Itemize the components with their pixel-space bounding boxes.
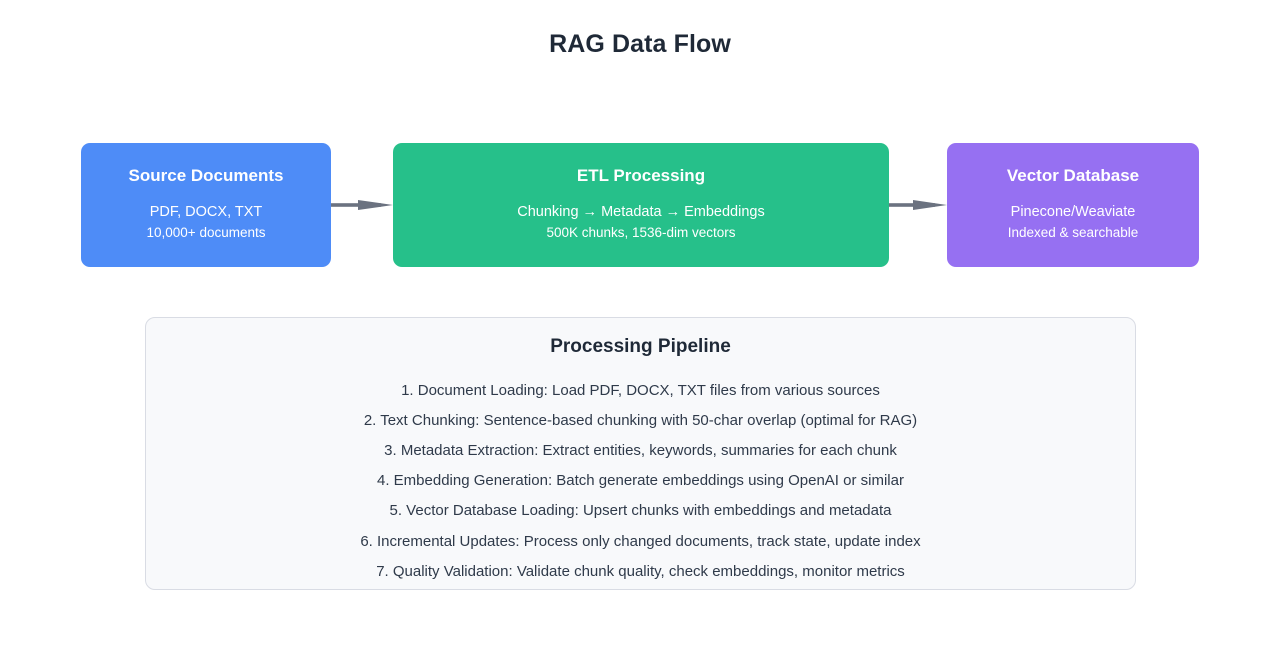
- flow-node-subtitle-secondary: 10,000+ documents: [146, 224, 266, 240]
- page-title: RAG Data Flow: [549, 30, 731, 58]
- pipeline-step: 4. Embedding Generation: Batch generate …: [377, 472, 904, 490]
- flow-node-title: Source Documents: [128, 166, 284, 186]
- arrow-source-to-etl-icon: [331, 200, 393, 210]
- pipeline-step: 7. Quality Validation: Validate chunk qu…: [376, 562, 905, 580]
- pipeline-title: Processing Pipeline: [550, 336, 731, 357]
- flow-node-etl-processing: ETL Processing Chunking → Metadata → Emb…: [393, 143, 889, 267]
- flow-node-title: Vector Database: [1006, 166, 1140, 186]
- pipeline-step: 6. Incremental Updates: Process only cha…: [360, 532, 921, 550]
- flow-node-subtitle-primary: Pinecone/Weaviate: [1010, 203, 1136, 220]
- flow-node-subtitle-secondary: Indexed & searchable: [1007, 224, 1139, 240]
- flow-node-title: ETL Processing: [576, 166, 706, 186]
- arrow-etl-to-vector-icon: [889, 200, 947, 210]
- flow-node-subtitle-primary: Chunking → Metadata → Embeddings: [517, 203, 765, 220]
- processing-pipeline-panel: Processing Pipeline 1. Document Loading:…: [145, 317, 1136, 590]
- pipeline-step-list: 1. Document Loading: Load PDF, DOCX, TXT…: [146, 375, 1135, 586]
- pipeline-step: 3. Metadata Extraction: Extract entities…: [384, 441, 897, 459]
- pipeline-step: 1. Document Loading: Load PDF, DOCX, TXT…: [401, 381, 880, 399]
- flow-node-source-documents: Source Documents PDF, DOCX, TXT 10,000+ …: [81, 143, 331, 267]
- flow-node-subtitle-primary: PDF, DOCX, TXT: [149, 203, 263, 220]
- pipeline-step: 5. Vector Database Loading: Upsert chunk…: [389, 502, 892, 520]
- flow-node-subtitle-secondary: 500K chunks, 1536-dim vectors: [546, 224, 736, 240]
- flow-node-vector-database: Vector Database Pinecone/Weaviate Indexe…: [947, 143, 1199, 267]
- pipeline-step: 2. Text Chunking: Sentence-based chunkin…: [363, 411, 918, 429]
- flow-row: Source Documents PDF, DOCX, TXT 10,000+ …: [81, 143, 1199, 267]
